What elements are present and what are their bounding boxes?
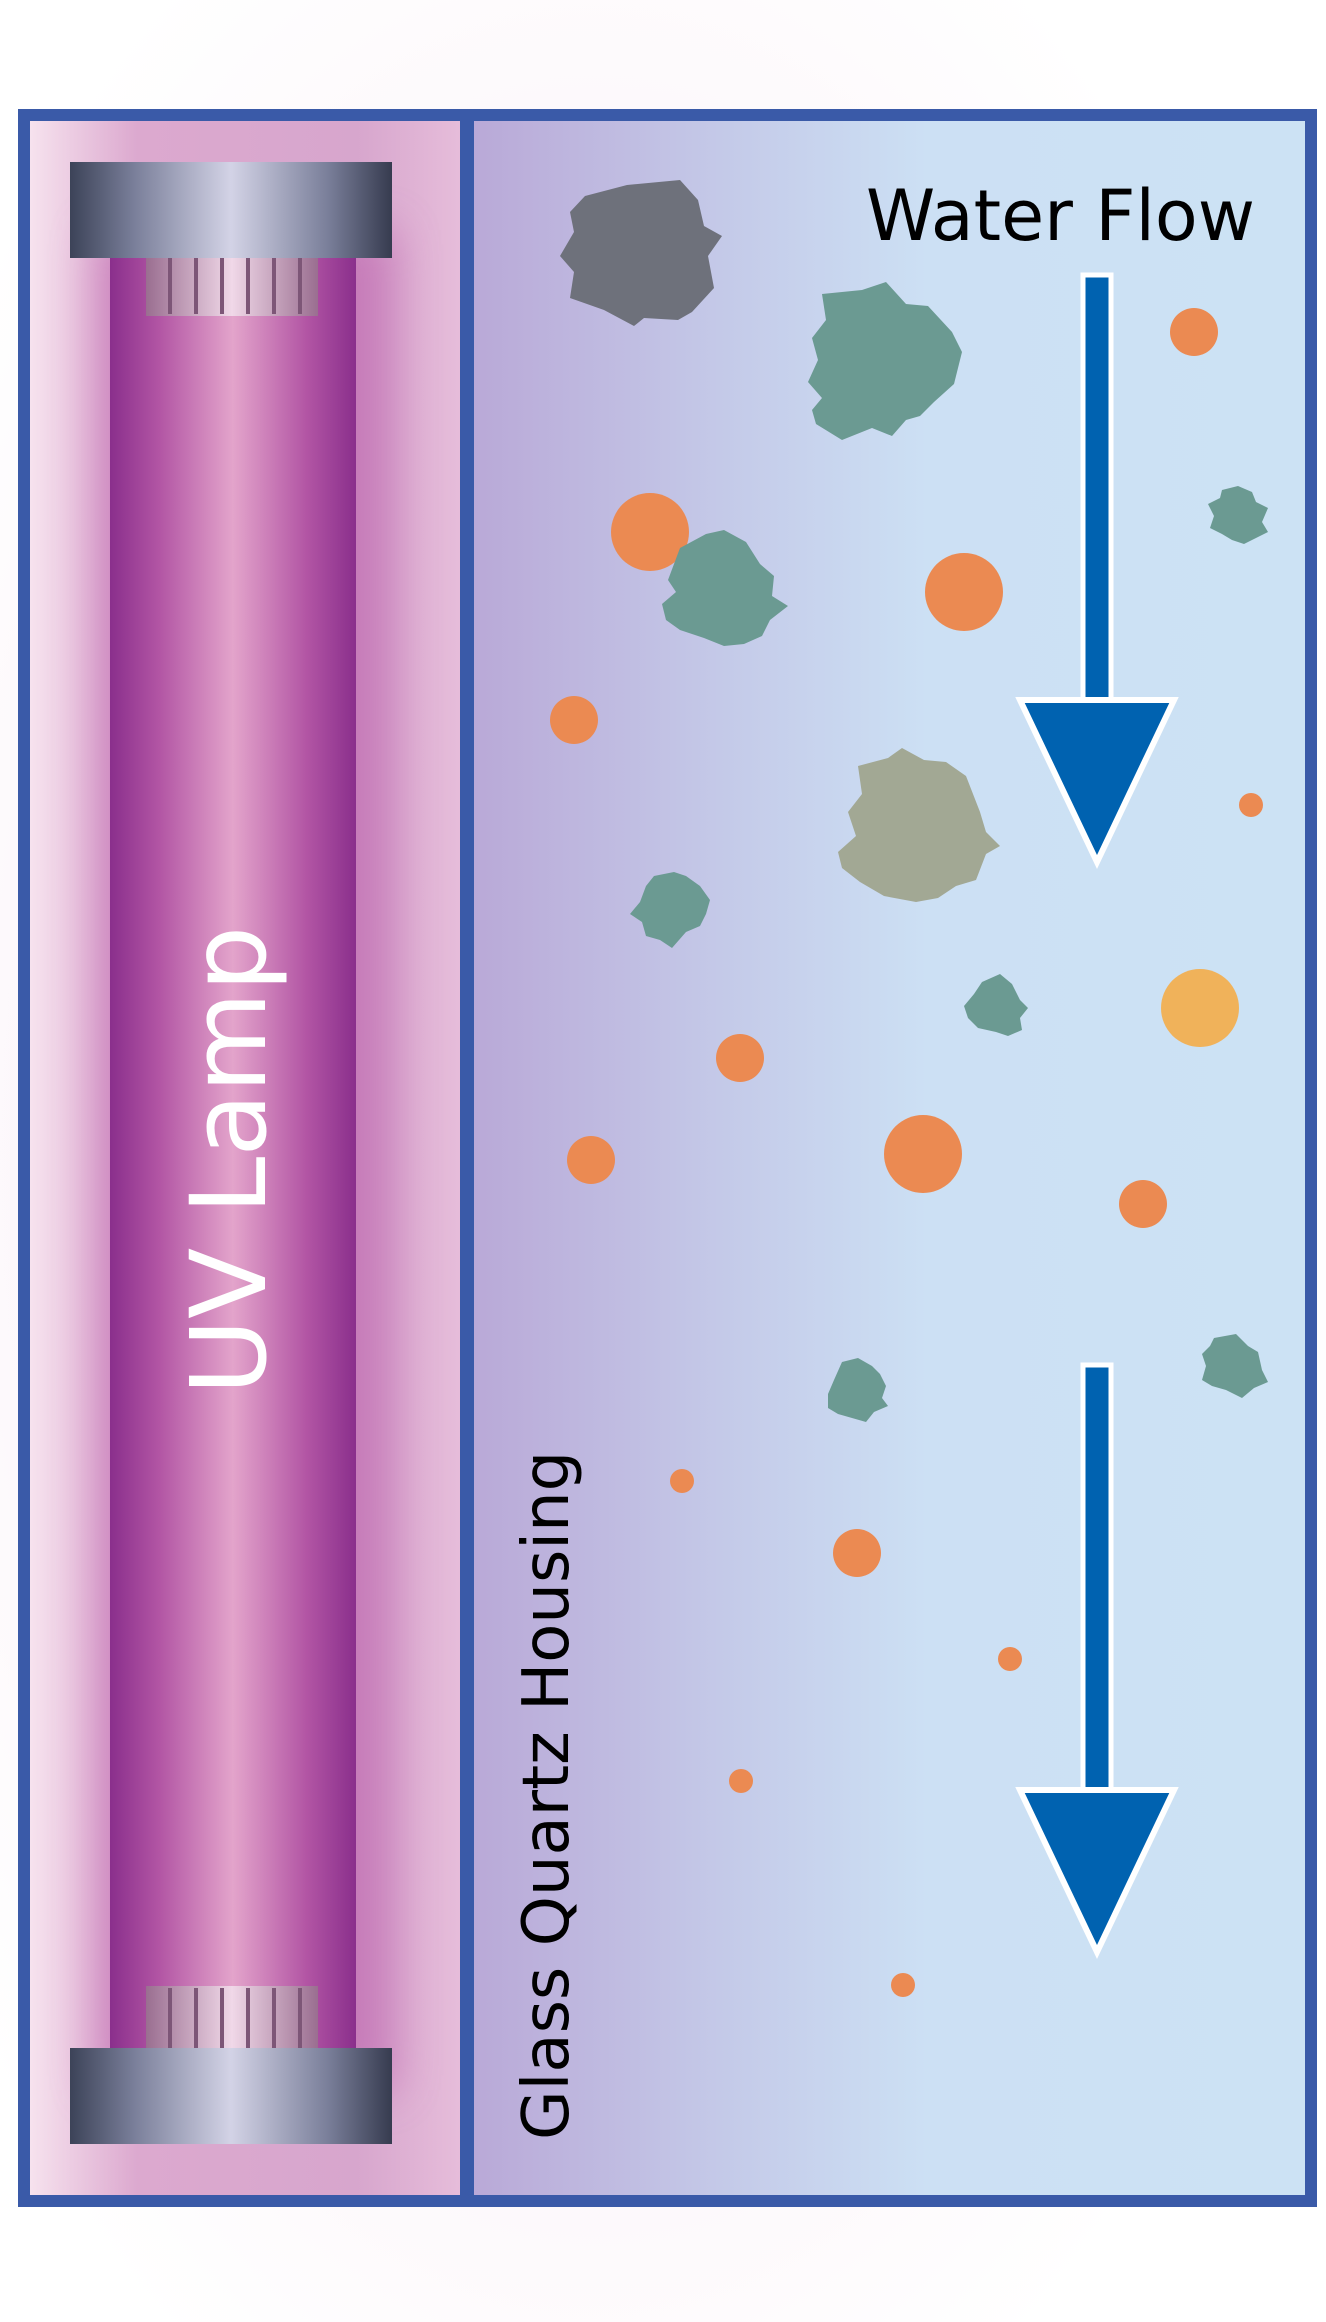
particle-icon bbox=[662, 530, 788, 646]
water-flow-label: Water Flow bbox=[866, 175, 1255, 257]
down-arrow-icon bbox=[1015, 1362, 1179, 1959]
particle-icon bbox=[729, 1769, 753, 1793]
particle-icon bbox=[808, 282, 962, 440]
uv-lamp-label: UV Lamp bbox=[168, 926, 290, 1395]
particle-icon bbox=[884, 1115, 962, 1193]
particle-icon bbox=[891, 1973, 915, 1997]
particle-icon bbox=[1170, 308, 1218, 356]
particle-icon bbox=[828, 1358, 888, 1422]
particle-icon bbox=[838, 748, 1000, 902]
uv-lamp-tube bbox=[110, 250, 356, 2070]
particle-icon bbox=[611, 493, 689, 571]
particle-icon bbox=[630, 872, 710, 948]
particle-icon bbox=[567, 1136, 615, 1184]
particle-icon bbox=[1239, 793, 1263, 817]
particle-icon bbox=[998, 1647, 1022, 1671]
particle-icon bbox=[670, 1469, 694, 1493]
particle-icon bbox=[1208, 486, 1268, 544]
particle-icon bbox=[716, 1034, 764, 1082]
particle-icon bbox=[1161, 969, 1239, 1047]
particle-icon bbox=[1119, 1180, 1167, 1228]
outer-frame bbox=[18, 109, 1317, 2207]
particle-icon bbox=[1202, 1334, 1268, 1398]
lamp-bottom-cap bbox=[70, 1986, 392, 2144]
glass-quartz-housing-label: Glass Quartz Housing bbox=[510, 1451, 584, 2140]
particle-icon bbox=[560, 180, 722, 326]
particle-icon bbox=[964, 974, 1028, 1036]
particle-icon bbox=[925, 553, 1003, 631]
lamp-top-cap bbox=[70, 162, 392, 316]
contaminant-particles bbox=[550, 308, 1263, 1997]
particle-icon bbox=[833, 1529, 881, 1577]
down-arrow-icon bbox=[1015, 272, 1179, 869]
contaminant-blobs bbox=[560, 180, 1268, 1422]
particle-icon bbox=[550, 696, 598, 744]
